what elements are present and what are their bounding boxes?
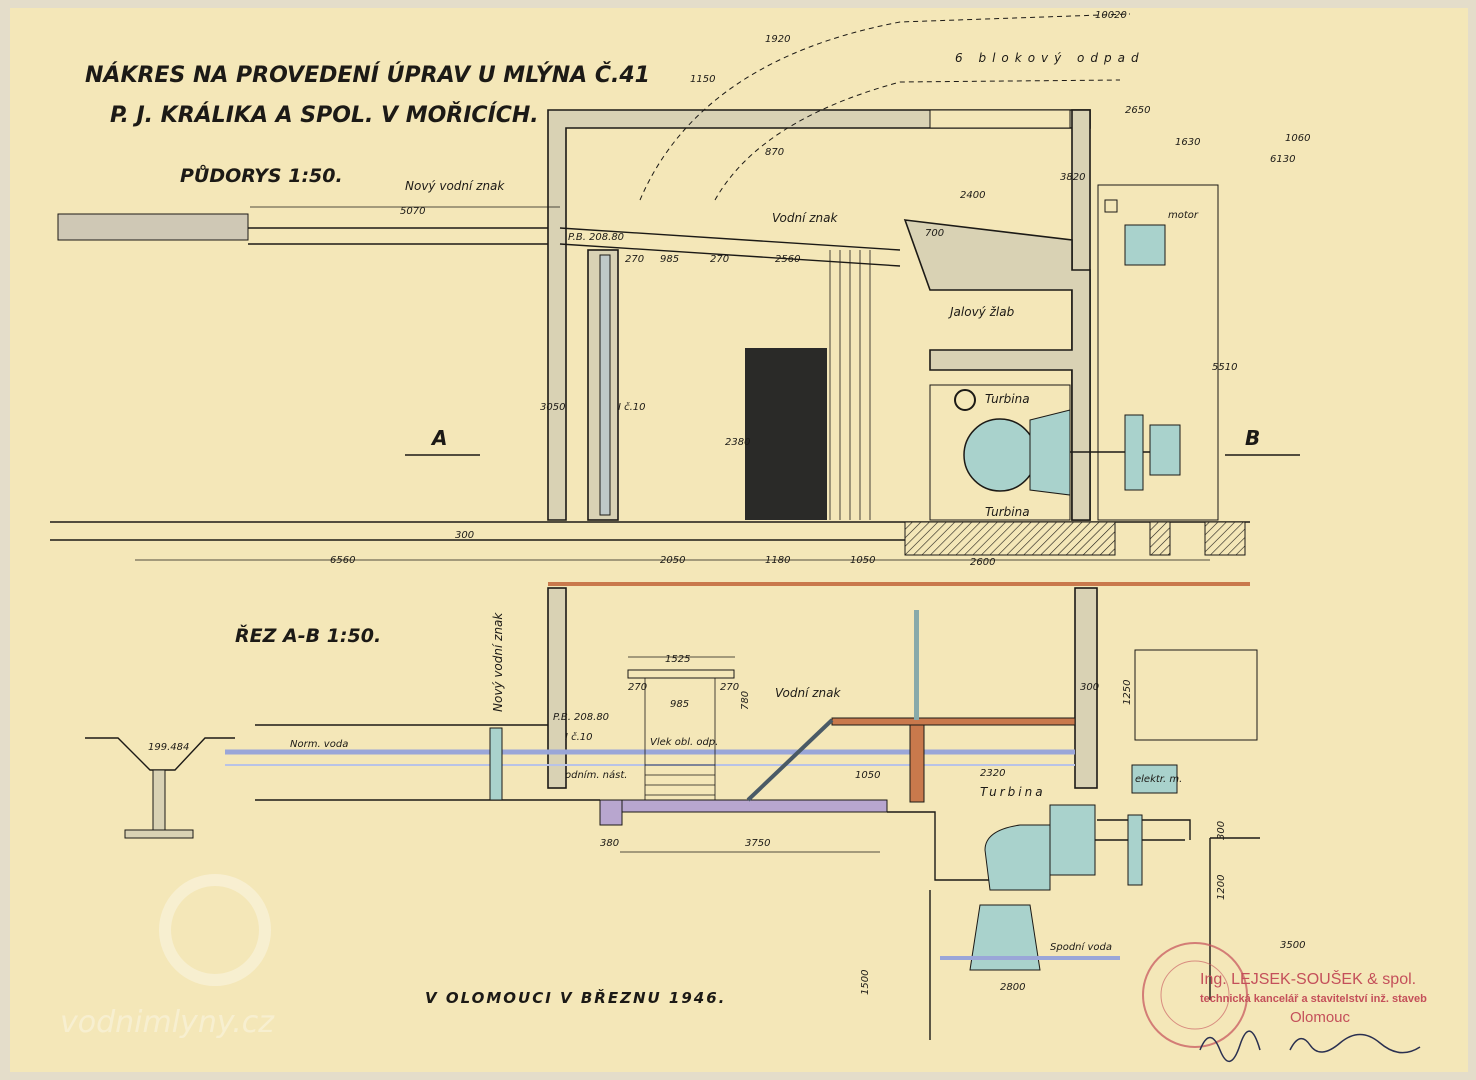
stone-channel (57, 213, 249, 241)
dim: 2650 (1125, 105, 1150, 116)
new-gauge-staff (489, 727, 503, 801)
section-gauge-label: Vodní znak (775, 686, 841, 700)
dim: 1060 (1285, 133, 1310, 144)
dim: 1180 (765, 555, 790, 566)
dim: 300 (1216, 821, 1227, 840)
dim: 300 (455, 530, 474, 541)
signature (1199, 1030, 1421, 1062)
dim: 300 (1080, 682, 1099, 693)
section-marker-a: A (430, 426, 447, 450)
tail-water-label: Spodní voda (1050, 941, 1112, 953)
dim: 3750 (745, 838, 770, 849)
normal-water-label: Norm. voda (290, 739, 348, 750)
dim: 3050 (540, 402, 565, 413)
section-marker-b: B (1245, 426, 1260, 450)
company-stamp: Ing. LEJSEK-SOUŠEK & spol. technická kan… (1142, 942, 1427, 1062)
dim: 10020 (1095, 10, 1127, 21)
dim: 870 (765, 147, 784, 158)
concrete-slab (621, 799, 888, 813)
dim: 2050 (660, 555, 685, 566)
dim: 270 (720, 682, 739, 693)
plan-gauge-label: Vodní znak (772, 211, 838, 225)
dim: 2600 (970, 557, 995, 568)
dim: 6560 (330, 555, 355, 566)
dim: 1200 (1216, 875, 1227, 900)
dim: 5070 (400, 206, 425, 217)
plan-benchmark: P.B. 208.80 (568, 232, 624, 243)
section-beam: I č.10 (565, 731, 593, 743)
section-benchmark: P.B. 208.80 (553, 712, 609, 723)
turbine-label-bottom: Turbina (985, 505, 1030, 519)
place-date: V OLOMOUCI V BŘEZNU 1946. (425, 988, 726, 1007)
motor-label: motor (1168, 210, 1199, 221)
stamp-subtitle: technická kancelář a stavitelství inž. s… (1200, 993, 1427, 1005)
plan-new-gauge-label: Nový vodní znak (405, 179, 505, 193)
watermark-text: vodnimlyny.cz (60, 1005, 275, 1040)
plan-beam-label: I č.10 (618, 401, 646, 413)
dim: 1920 (765, 34, 790, 45)
dim: 2800 (1000, 982, 1025, 993)
rack-label: Vlek obl. odp. (650, 737, 718, 748)
dim: 985 (660, 254, 679, 265)
round-seal (1142, 942, 1248, 1048)
section-view: ŘEZ A-B 1:50. Nový vodní znak (85, 582, 1305, 1040)
dim: 1500 (860, 970, 871, 995)
turbine-plan (963, 418, 1037, 492)
removable-label: odním. nást. (565, 769, 627, 781)
section-motor-label: elektr. m. (1135, 774, 1182, 785)
plan-view: Nový vodní znak Vodní znak Jalový žlab T… (50, 10, 1310, 568)
dim: 1050 (855, 770, 880, 781)
dim: 270 (628, 682, 647, 693)
dim: 3500 (1280, 940, 1305, 951)
dim: 780 (740, 691, 751, 710)
section-heading: ŘEZ A-B 1:50. (235, 624, 381, 647)
dim: 985 (670, 699, 689, 710)
canal-level: 199.484 (148, 742, 189, 753)
electric-motor (1131, 764, 1178, 794)
dim: 270 (710, 254, 729, 265)
motor-plan (1124, 224, 1166, 266)
dim: 1630 (1175, 137, 1200, 148)
waste-label: 6 blokový odpad (955, 51, 1145, 65)
plan-heading: PŮDORYS 1:50. (180, 163, 343, 187)
title-line-1: NÁKRES NA PROVEDENÍ ÚPRAV U MLÝNA Č.41 (85, 62, 650, 88)
dim: 700 (925, 228, 944, 239)
section-new-gauge-label: Nový vodní znak (491, 612, 505, 712)
dim: 380 (600, 838, 619, 849)
dim: 3820 (1060, 172, 1085, 183)
stamp-firm: Ing. LEJSEK-SOUŠEK & spol. (1200, 969, 1416, 988)
turbine-label-top: Turbina (985, 392, 1030, 406)
dim: 1250 (1122, 680, 1133, 705)
watermark: vodnimlyny.cz (60, 874, 275, 1040)
inclined-rack (746, 718, 834, 802)
trash-rack (745, 348, 827, 520)
dim: 2560 (775, 254, 800, 265)
dim: 2320 (980, 768, 1005, 779)
stamp-city: Olomouc (1290, 1009, 1351, 1026)
dim: 2380 (725, 437, 750, 448)
section-turbine-label: Turbina (980, 785, 1046, 799)
dim: 2400 (960, 190, 985, 201)
dim: 1150 (690, 74, 715, 85)
turbine-elbow (984, 824, 1051, 891)
dim: 6130 (1270, 154, 1295, 165)
title-line-2: P. J. KRÁLIKA A SPOL. V MOŘICÍCH. (110, 102, 539, 128)
dim: 270 (625, 254, 644, 265)
dim: 1050 (850, 555, 875, 566)
spillway-label: Jalový žlab (948, 305, 1015, 319)
dim: 5510 (1212, 362, 1237, 373)
dim: 1525 (665, 654, 690, 665)
